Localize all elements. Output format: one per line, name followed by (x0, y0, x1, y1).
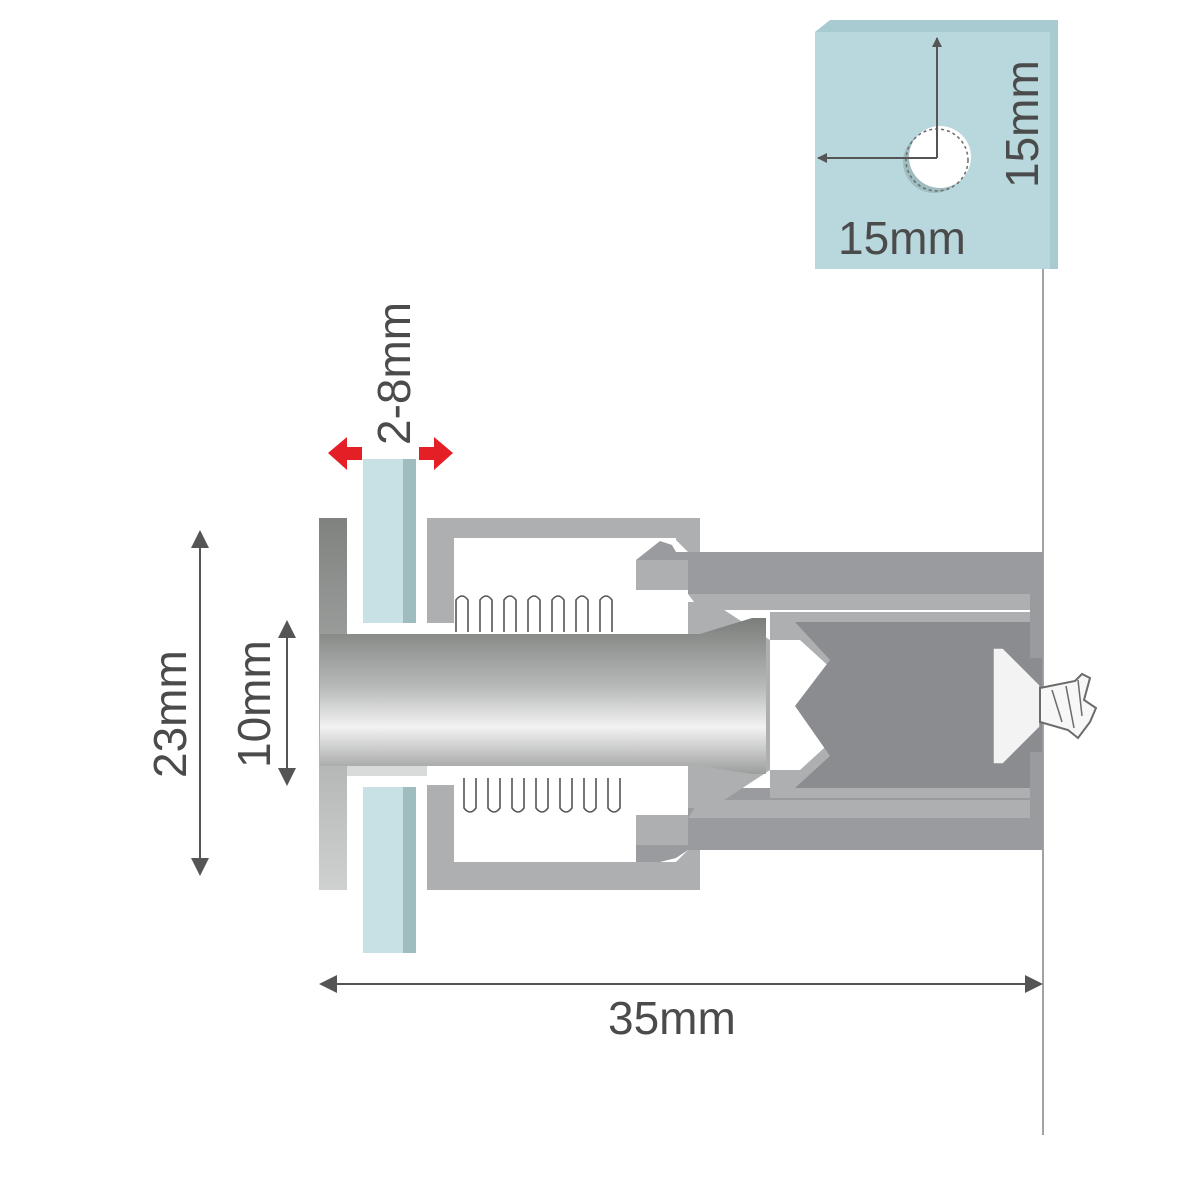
cap-height-label: 23mm (144, 650, 196, 778)
sleeve-inner-lip-bottom (688, 800, 1030, 818)
core-cavity (795, 622, 1030, 788)
glass-bottom-edge (403, 787, 416, 953)
tube-height-label: 10mm (228, 640, 280, 768)
tube (320, 618, 766, 774)
total-depth-label: 35mm (608, 992, 736, 1044)
spring-bottom (463, 778, 621, 813)
red-arrow-right (419, 437, 453, 470)
panel-hole-detail: 15mm 15mm (815, 20, 1058, 269)
hole-width-label: 15mm (838, 212, 966, 264)
cup-lower (427, 785, 700, 890)
spring-top (455, 595, 613, 632)
cap-height-dimension: 23mm (144, 530, 209, 876)
glass-panel (363, 459, 416, 953)
panel-right-edge (1050, 20, 1058, 269)
screw-thread (1039, 672, 1098, 740)
sleeve-inner-lip (688, 594, 1030, 610)
glass-top-edge (403, 459, 416, 623)
tube-collar (347, 766, 427, 776)
hole-height-label: 15mm (996, 60, 1048, 188)
glass-thickness-label: 2-8mm (368, 302, 420, 445)
panel-top-edge (815, 20, 1058, 32)
glass-top (363, 459, 403, 623)
tube-height-dimension: 10mm (228, 620, 296, 786)
red-arrow-left (328, 437, 362, 470)
cap-assembly (319, 518, 766, 890)
glass-thickness-dimension: 2-8mm (328, 302, 453, 470)
cup-bracket (427, 518, 700, 890)
cup-lower-inner (636, 815, 688, 845)
screw-head (992, 647, 1041, 765)
screw-thread-lines (1051, 679, 1083, 729)
hole (909, 126, 971, 188)
cup-upper (427, 518, 700, 623)
total-depth-dimension: 35mm (319, 975, 1043, 1044)
screw (992, 647, 1098, 765)
glass-bottom (363, 787, 403, 953)
cup-upper-inner (636, 560, 688, 590)
